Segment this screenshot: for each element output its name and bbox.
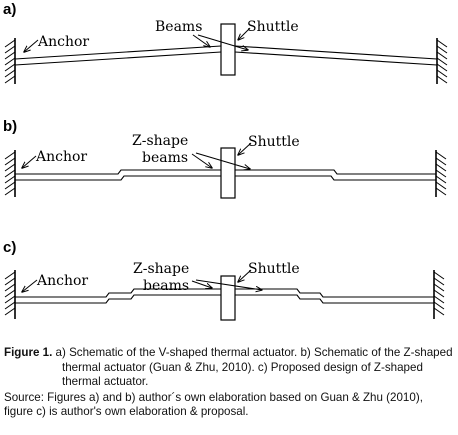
panel-b-shuttle-label: Shuttle [248,134,300,150]
panel-c-anchor-label: Anchor [36,273,88,289]
panel-a-beams-label: Beams [155,19,202,35]
panel-b-z-beams [15,169,436,181]
panel-b-beams-label-line1: Z-shape [132,133,188,149]
panel-a-v-beams [14,45,438,66]
panel-a: a) [3,1,448,84]
panel-c-beams-label-line2: beams [143,278,189,294]
panel-a-beams-arrow-left [192,34,210,47]
panel-c-left-anchor [4,270,16,319]
panel-b-beams-label-line2: beams [142,150,188,166]
panel-c-shuttle-label: Shuttle [248,261,300,277]
panel-c: c) Anchor [3,239,445,321]
panel-c-beams-label-line1: Z-shape [133,261,189,277]
panel-c-right-anchor [433,270,445,319]
panel-a-beams-arrow-right [197,34,248,50]
panel-c-shuttle [220,275,236,321]
panel-a-anchor-arrow [24,39,39,52]
panel-a-shuttle [220,23,236,76]
actuator-schematics: a) [3,1,448,321]
panel-c-shuttle-arrow [238,269,252,282]
panel-b-anchor-label: Anchor [35,149,87,165]
panel-b-beams-arrow-left [191,153,212,168]
panel-b-anchor-arrow [22,155,37,168]
panel-c-beams-arrow-right [195,279,262,290]
panel-b-shuttle [220,147,236,199]
panel-b-left-anchor [4,150,16,197]
caption-text: a) Schematic of the V-shaped thermal act… [52,346,453,389]
figure-caption: Figure 1. a) Schematic of the V-shaped t… [4,346,454,420]
panel-b: b) Anchor [3,118,447,199]
panel-b-letter: b) [3,118,17,135]
panel-a-shuttle-label: Shuttle [247,19,299,35]
caption-source: Source: Figures a) and b) author´s own e… [4,390,423,419]
panel-a-anchor-label: Anchor [37,34,89,50]
panel-c-z-beams [15,288,434,304]
panel-b-right-anchor [435,150,447,197]
panel-a-letter: a) [3,1,16,18]
panel-a-right-anchor [436,38,448,84]
panel-c-beams-arrow-left [191,280,212,288]
panel-c-anchor-arrow [22,279,38,292]
panel-b-beams-arrow-right [195,152,250,169]
caption-figure-label: Figure 1. [4,346,53,359]
panel-c-letter: c) [3,239,16,256]
panel-b-shuttle-arrow [238,142,252,155]
panel-a-shuttle-arrow [238,27,251,40]
caption-main: Figure 1. a) Schematic of the V-shaped t… [4,346,454,390]
panel-a-left-anchor [4,38,16,84]
